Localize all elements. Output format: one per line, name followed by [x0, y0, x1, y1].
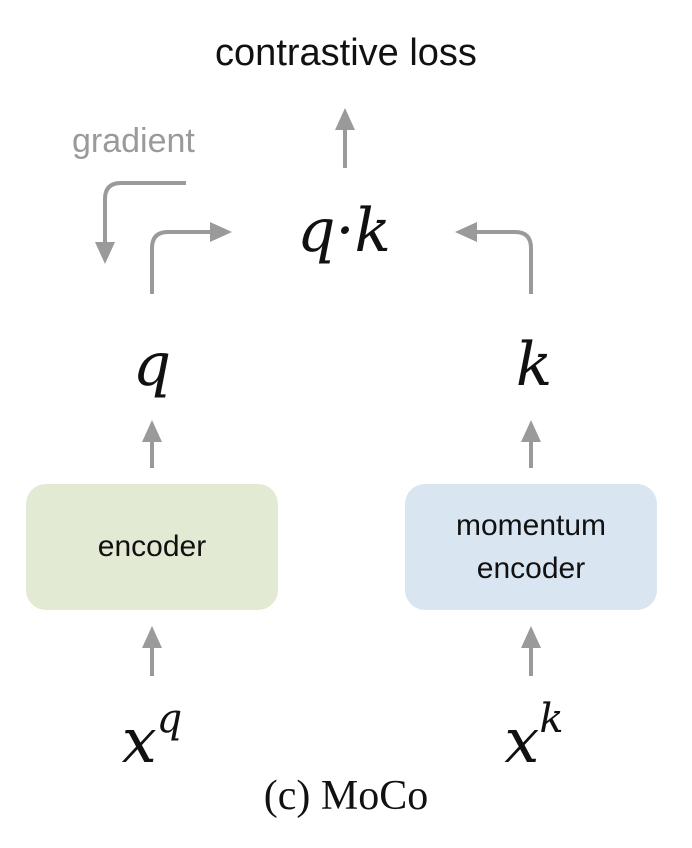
- similarity-label: q·k: [297, 196, 391, 266]
- contrastive-loss-label: contrastive loss: [215, 32, 477, 74]
- arrowhead-momentum-to-k: [521, 420, 541, 442]
- input-key-symbol: xk: [504, 696, 564, 777]
- gradient-arrow: [103, 181, 186, 244]
- encoder-box-label: encoder: [97, 530, 207, 564]
- key-symbol: k: [515, 330, 553, 400]
- arrowhead-gradient: [95, 242, 115, 264]
- encoder-box: encoder: [26, 484, 278, 610]
- figure-caption: (c) MoCo: [263, 773, 429, 819]
- momentum-encoder-label-line1: momentum: [455, 508, 607, 542]
- arrowhead-k-to-qk: [455, 222, 477, 242]
- query-symbol: q: [132, 330, 172, 400]
- momentum-encoder-label-line2: encoder: [476, 552, 586, 585]
- arrow-q-to-qk: [150, 230, 212, 294]
- arrow-k-to-qk: [476, 230, 533, 294]
- arrowhead-q-to-qk: [210, 222, 232, 242]
- input-query-symbol: xq: [121, 696, 183, 777]
- momentum-encoder-box: momentum encoder: [405, 484, 657, 610]
- arrowhead-xq-to-encoder: [142, 626, 162, 648]
- gradient-label: gradient: [72, 122, 195, 160]
- arrowhead-encoder-to-q: [142, 420, 162, 442]
- arrowhead-loss: [335, 108, 355, 130]
- arrowhead-xk-to-momentum: [521, 626, 541, 648]
